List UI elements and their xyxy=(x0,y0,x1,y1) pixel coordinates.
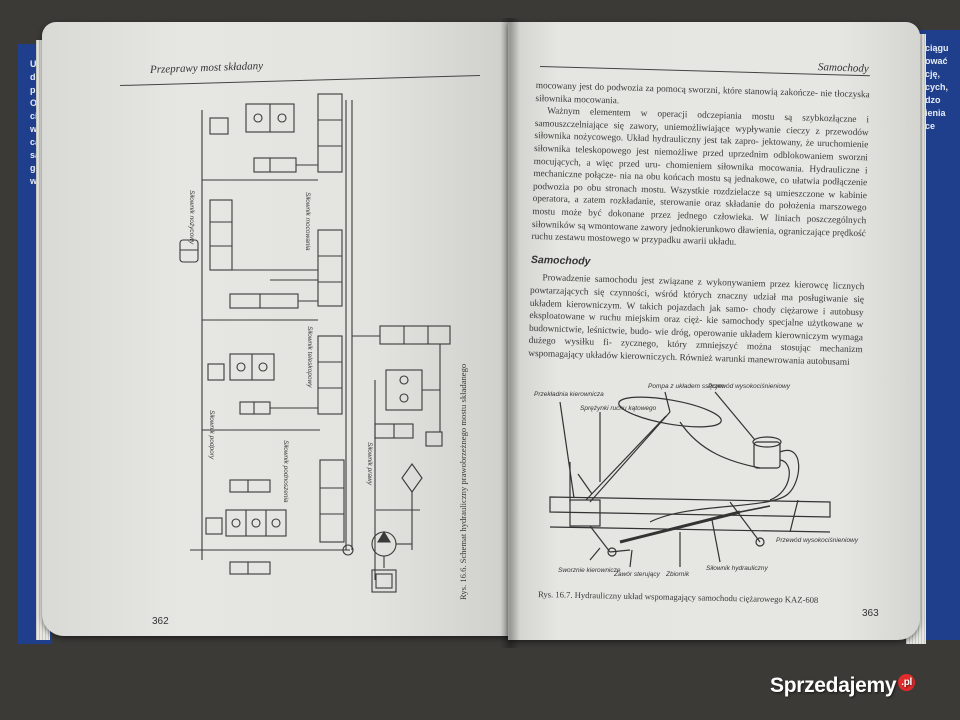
label-sprezynki: Sprężynki ruchu kątowego xyxy=(580,405,657,412)
left-figure-caption: Rys. 16.6. Schemat hydrauliczny prawobrz… xyxy=(458,363,468,600)
label-silownik-nozycowy: Siłownik nożycowy xyxy=(188,190,195,245)
watermark-badge: .pl xyxy=(898,674,916,691)
section-paragraph: Prowadzenie samochodu jest związane z wy… xyxy=(528,273,865,368)
label-przekladnia: Przekładnia kierownicza xyxy=(534,391,604,398)
label-pompa: Pompa z układem ssącym xyxy=(648,383,724,390)
left-page-number: 362 xyxy=(152,616,169,627)
label-zbiornik: Zbiornik xyxy=(665,571,690,578)
left-page xyxy=(42,22,510,636)
right-running-head: Samochody xyxy=(817,61,869,75)
watermark-text: Sprzedajemy xyxy=(770,674,897,697)
right-page-number: 363 xyxy=(862,608,879,619)
label-silownik-podpory: Siłownik podpory xyxy=(208,410,215,460)
label-przewod: Przewód wysokociśnieniowy xyxy=(708,383,791,390)
label-silownik-teleskopowy: Siłownik teleskopowy xyxy=(306,326,313,388)
hydraulic-schematic: Siłownik mocowania Siłownik teleskopowy … xyxy=(179,93,451,593)
label-przewod2: Przewód wysokociśnieniowy xyxy=(776,537,859,544)
label-silownik-mocowania: Siłownik mocowania xyxy=(304,192,311,251)
label-silownik-hydrauliczny: Siłownik hydrauliczny xyxy=(706,565,769,572)
book-gutter xyxy=(500,18,520,648)
label-zawor: Zawór sterujący xyxy=(613,571,661,578)
paragraph-2: Ważnym elementem w operacji odczepiania … xyxy=(531,106,870,248)
label-silownik-podnoszenia: Siłownik podnoszenia xyxy=(282,440,289,503)
right-body-text: mocowany jest do podwozia za pomocą swor… xyxy=(528,80,870,370)
section-heading: Samochody xyxy=(530,253,591,268)
label-sworznie: Sworznie kierownicze xyxy=(558,567,621,574)
label-silownik-prawy: Siłownik prawy xyxy=(366,442,373,486)
right-page xyxy=(508,22,920,640)
steering-figure: Przekładnia kierownicza Sprężynki ruchu … xyxy=(534,383,859,578)
sprzedajemy-watermark: Sprzedajemy.pl xyxy=(770,674,916,698)
right-cover-text: ciągu ować cję, cych, dzo ienia ce xyxy=(925,43,949,131)
